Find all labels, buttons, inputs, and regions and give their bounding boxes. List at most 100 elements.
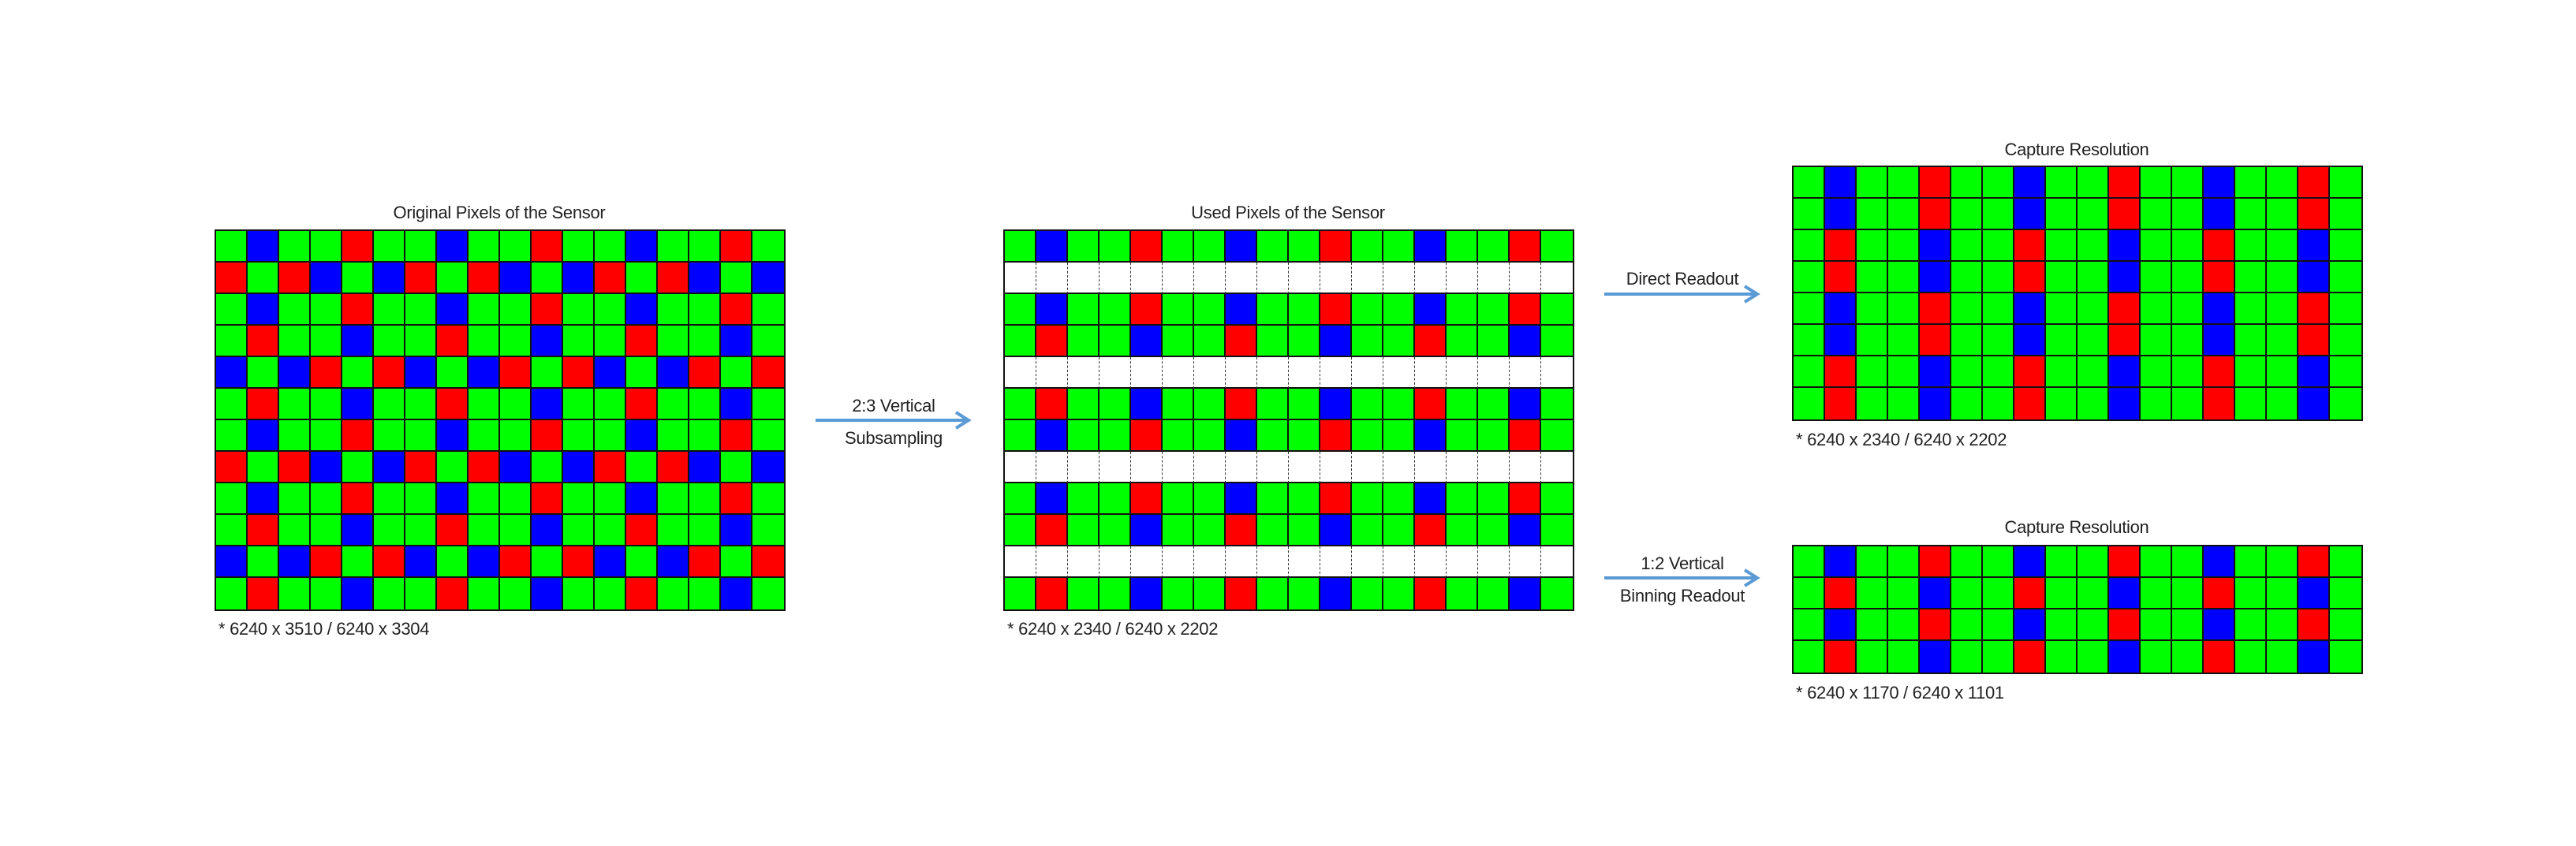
red-pixel	[279, 452, 311, 483]
green-pixel	[658, 326, 689, 357]
blue-pixel	[1415, 420, 1447, 452]
green-pixel	[2235, 578, 2267, 609]
green-pixel	[1005, 389, 1036, 420]
green-pixel	[658, 515, 689, 546]
green-pixel	[2141, 293, 2172, 325]
unused-pixel	[1352, 546, 1383, 578]
green-pixel	[2046, 262, 2078, 293]
green-pixel	[2078, 262, 2109, 293]
green-pixel	[1352, 294, 1383, 326]
unused-pixel	[1036, 546, 1068, 578]
red-pixel	[1226, 326, 1257, 357]
green-pixel	[2141, 199, 2172, 230]
green-pixel	[1099, 515, 1131, 546]
green-pixel	[1794, 388, 1825, 419]
green-pixel	[1541, 294, 1573, 326]
red-pixel	[563, 357, 595, 389]
green-pixel	[1794, 230, 1825, 262]
red-pixel	[1226, 578, 1257, 609]
green-pixel	[1289, 231, 1320, 263]
blue-pixel	[2298, 388, 2330, 419]
green-pixel	[658, 294, 689, 326]
unused-pixel	[1510, 263, 1541, 294]
red-pixel	[532, 231, 563, 263]
blue-pixel	[658, 546, 689, 578]
blue-pixel	[2204, 325, 2235, 356]
green-pixel	[2330, 230, 2361, 262]
green-pixel	[248, 452, 279, 483]
green-pixel	[1352, 231, 1383, 263]
green-pixel	[469, 420, 500, 452]
green-pixel	[1257, 389, 1289, 420]
green-pixel	[752, 515, 784, 546]
blue-pixel	[532, 515, 563, 546]
unused-pixel	[1226, 452, 1257, 483]
green-pixel	[532, 357, 563, 389]
blue-pixel	[2298, 230, 2330, 262]
green-pixel	[2046, 293, 2078, 325]
green-pixel	[500, 515, 532, 546]
green-pixel	[2330, 199, 2361, 230]
green-pixel	[1888, 167, 1920, 199]
green-pixel	[1194, 578, 1226, 609]
red-pixel	[500, 357, 532, 389]
blue-pixel	[658, 357, 689, 389]
red-pixel	[1825, 578, 1857, 609]
green-pixel	[279, 515, 311, 546]
red-pixel	[405, 263, 437, 294]
unused-pixel	[1478, 546, 1510, 578]
blue-pixel	[1226, 420, 1257, 452]
green-pixel	[216, 231, 248, 263]
unused-pixel	[1383, 263, 1415, 294]
green-pixel	[2330, 262, 2361, 293]
green-pixel	[2267, 641, 2298, 673]
green-pixel	[1163, 420, 1194, 452]
green-pixel	[1352, 326, 1383, 357]
green-pixel	[500, 578, 532, 609]
green-pixel	[689, 326, 721, 357]
red-pixel	[2109, 199, 2141, 230]
red-pixel	[2014, 230, 2046, 262]
binning-label-line2: Binning Readout	[1619, 586, 1745, 606]
unused-pixel	[1320, 546, 1352, 578]
blue-pixel	[248, 294, 279, 326]
blue-pixel	[1320, 515, 1352, 546]
blue-pixel	[405, 546, 437, 578]
red-pixel	[248, 326, 279, 357]
green-pixel	[1857, 609, 1888, 641]
green-pixel	[1857, 325, 1888, 356]
unused-pixel	[1510, 357, 1541, 389]
green-pixel	[1289, 515, 1320, 546]
green-pixel	[1352, 483, 1383, 515]
unused-pixel	[1383, 357, 1415, 389]
green-pixel	[563, 578, 595, 609]
blue-pixel	[342, 326, 374, 357]
green-pixel	[216, 578, 248, 609]
blue-pixel	[1036, 420, 1068, 452]
blue-pixel	[595, 357, 626, 389]
red-pixel	[1825, 388, 1857, 419]
red-pixel	[721, 420, 752, 452]
green-pixel	[2172, 356, 2204, 388]
green-pixel	[1857, 262, 1888, 293]
green-pixel	[1068, 420, 1099, 452]
green-pixel	[2235, 546, 2267, 578]
green-pixel	[2141, 325, 2172, 356]
green-pixel	[1541, 578, 1573, 609]
blue-pixel	[595, 546, 626, 578]
green-pixel	[2141, 167, 2172, 199]
green-pixel	[1983, 230, 2014, 262]
green-pixel	[1983, 325, 2014, 356]
unused-pixel	[1320, 263, 1352, 294]
red-pixel	[342, 231, 374, 263]
green-pixel	[595, 294, 626, 326]
green-pixel	[1194, 389, 1226, 420]
green-pixel	[595, 578, 626, 609]
green-pixel	[1951, 230, 1983, 262]
blue-pixel	[1131, 578, 1163, 609]
direct-capture-grid	[1792, 166, 2363, 421]
green-pixel	[342, 263, 374, 294]
blue-pixel	[721, 578, 752, 609]
subsampling-label-line1: 2:3 Vertical	[852, 396, 935, 416]
green-pixel	[1099, 231, 1131, 263]
